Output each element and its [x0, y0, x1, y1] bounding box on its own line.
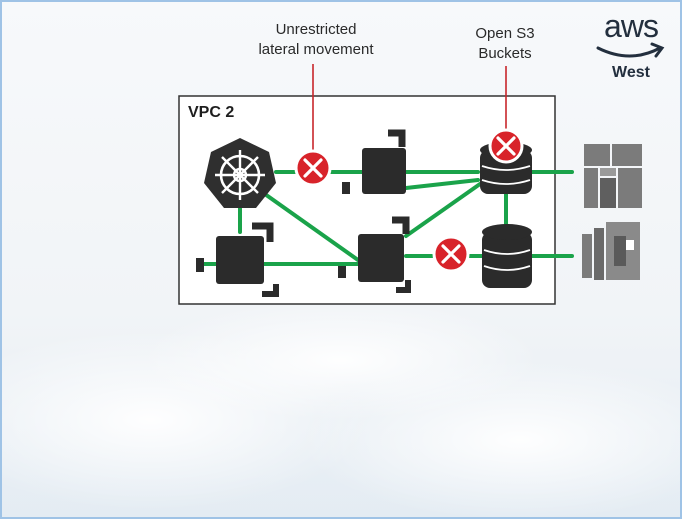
- cloud-shape: [140, 300, 540, 420]
- annotation-line-1: Unrestricted: [275, 21, 357, 38]
- aws-region-label: West: [612, 64, 650, 81]
- api-gateway-icon: [584, 144, 642, 208]
- compute-node-bottom-left: [196, 222, 279, 297]
- red-x-icon: [294, 149, 332, 187]
- compute-node-middle: [338, 216, 411, 293]
- annotation-line-2: lateral movement: [258, 41, 374, 58]
- aws-logo: aws: [604, 8, 659, 44]
- kubernetes-helm-icon: [204, 138, 276, 208]
- annotation-line-2: Buckets: [478, 45, 532, 62]
- red-x-icon: [488, 128, 524, 164]
- annotation-open-s3: Open S3 Buckets: [450, 24, 560, 64]
- annotation-lateral-movement: Unrestricted lateral movement: [226, 20, 406, 60]
- red-x-icon: [432, 235, 470, 273]
- compute-node-top: [342, 129, 406, 194]
- vpc-title: VPC 2: [188, 104, 235, 121]
- aws-arrow-icon: [650, 42, 665, 58]
- aws-smile-icon: [596, 46, 662, 58]
- annotation-line-1: Open S3: [475, 25, 535, 42]
- s3-bucket-bottom-icon: [482, 224, 532, 288]
- lambda-icon: [582, 222, 640, 280]
